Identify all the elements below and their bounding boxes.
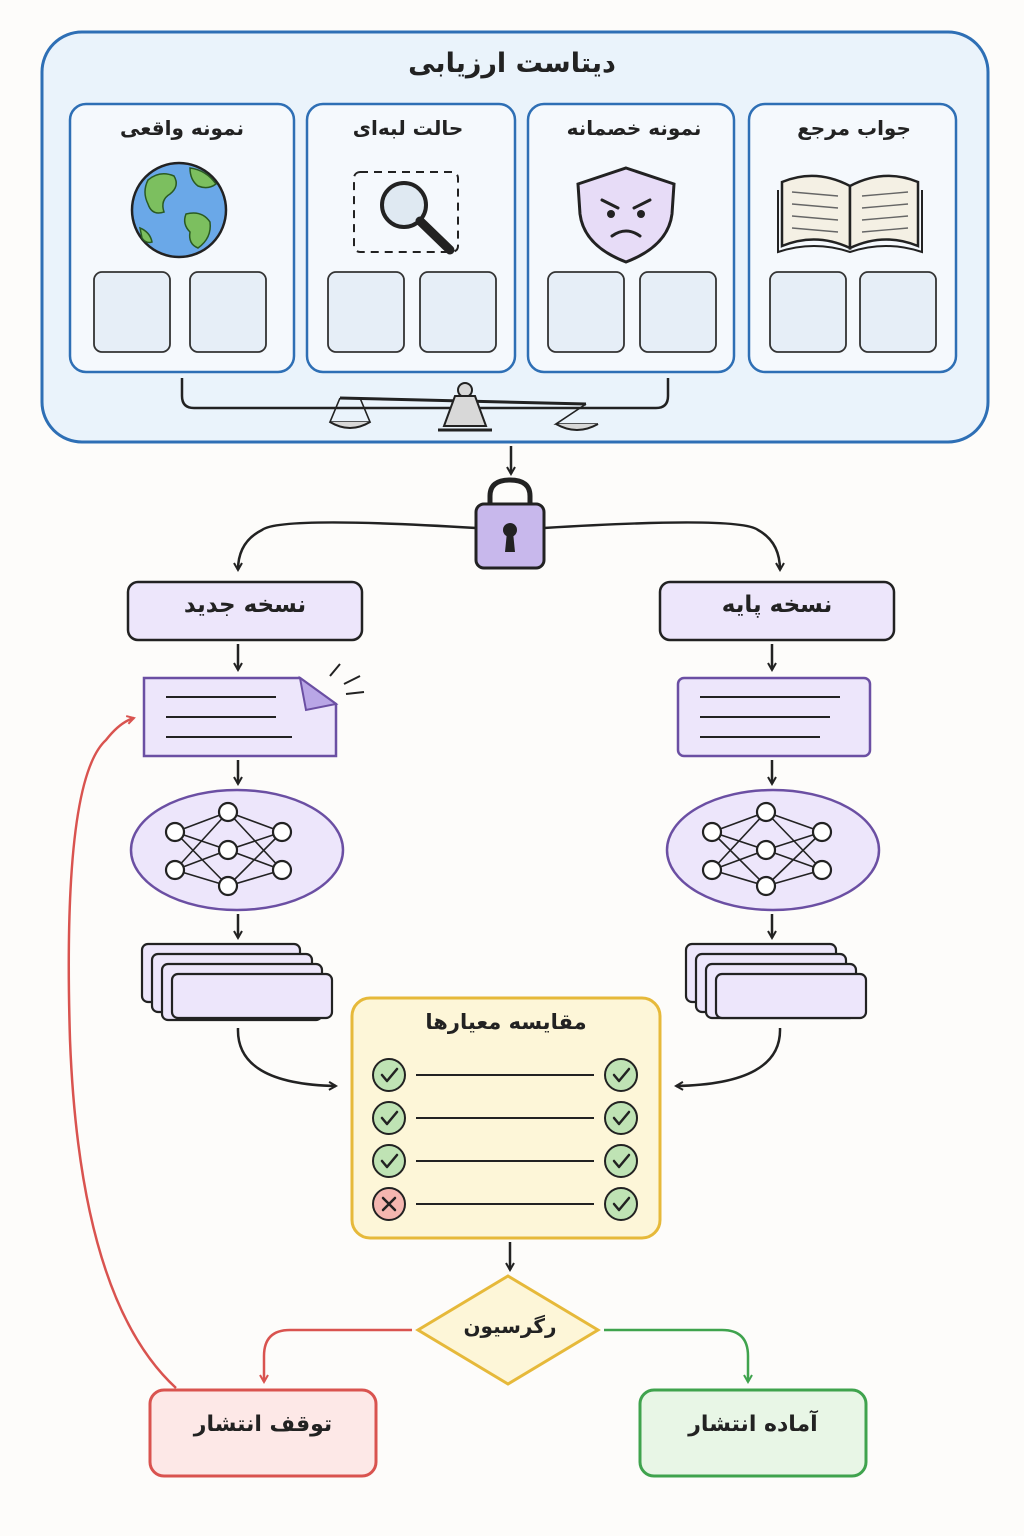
- compare-rows: [372, 1058, 638, 1221]
- base-outputs-to-compare-arrow: [676, 1027, 782, 1086]
- dataset-title: دیتاست ارزیابی: [408, 48, 616, 79]
- category-label-reference: جواب مرجع: [797, 116, 911, 140]
- check-icon: [604, 1187, 638, 1221]
- stacked-outputs-icon: [140, 942, 334, 1022]
- check-icon: [372, 1144, 406, 1178]
- open-book-icon: [777, 174, 923, 254]
- category-card-edge: [305, 102, 517, 374]
- balance-scale-icon: [328, 382, 599, 432]
- check-icon: [604, 1101, 638, 1135]
- decision-to-ready-arrow: [604, 1328, 748, 1382]
- neural-network-icon: [665, 788, 881, 912]
- stacked-outputs-icon: [684, 942, 868, 1020]
- check-icon: [372, 1058, 406, 1092]
- check-icon: [604, 1144, 638, 1178]
- lock-to-new-arrow: [238, 521, 477, 570]
- compare-row: [372, 1144, 638, 1178]
- globe-icon: [130, 161, 228, 259]
- check-icon: [372, 1101, 406, 1135]
- compare-row: [372, 1101, 638, 1135]
- dataset-bracket: [180, 378, 670, 410]
- new-outputs-to-compare-arrow: [236, 1027, 336, 1086]
- lock-to-base-arrow: [543, 521, 780, 570]
- magnifier-icon: [353, 171, 459, 255]
- compare-row: [372, 1058, 638, 1092]
- regression-label: رگرسیون: [463, 1314, 557, 1338]
- compare-row: [372, 1187, 638, 1221]
- stop-release-label: توقف انتشار: [193, 1412, 333, 1437]
- new-version-box: [126, 580, 364, 642]
- regression-decision-diamond: [415, 1274, 601, 1386]
- ready-release-box: [638, 1388, 868, 1478]
- stop-release-box: [148, 1388, 378, 1478]
- decision-to-stop-arrow: [264, 1328, 412, 1382]
- ready-release-label: آماده انتشار: [688, 1412, 818, 1437]
- document-icon: [676, 676, 872, 758]
- angry-shield-icon: [576, 166, 676, 264]
- feedback-loop-arrow: [67, 718, 177, 1389]
- new-version-label: نسخه جدید: [183, 592, 307, 618]
- padlock-icon: [474, 477, 546, 570]
- cross-icon: [372, 1187, 406, 1221]
- category-label-real: نمونه واقعی: [120, 116, 244, 140]
- category-label-adversarial: نمونه خصمانه: [566, 116, 702, 140]
- category-label-edge: حالت لبه‌ای: [352, 116, 464, 140]
- check-icon: [604, 1058, 638, 1092]
- document-icon: [142, 663, 365, 758]
- compare-title: مقایسه معیارها: [425, 1010, 587, 1034]
- neural-network-icon: [129, 788, 345, 912]
- base-version-box: [658, 580, 896, 642]
- base-version-label: نسخه پایه: [721, 592, 833, 618]
